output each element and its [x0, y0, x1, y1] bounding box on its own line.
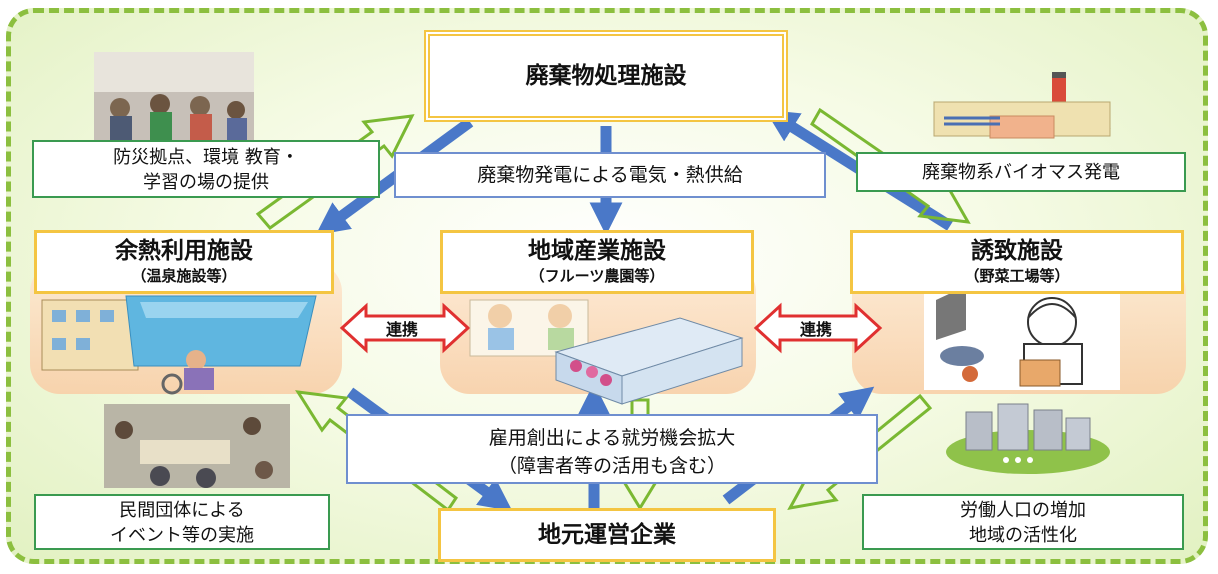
waste-treatment-facility-title: 廃棄物処理施設 — [525, 63, 687, 89]
photo-disaster-drill — [94, 52, 254, 148]
regional-industry-facility-title: 地域産業施設 — [528, 238, 666, 264]
biomass-power-label: 廃棄物系バイオマス発電 — [856, 152, 1186, 192]
link-label-left: 連携 — [386, 320, 419, 339]
biomass-power-text: 廃棄物系バイオマス発電 — [922, 162, 1120, 183]
hot-spring-illustration — [41, 295, 317, 395]
waste-heat-facility-subtitle: （温泉施設等） — [131, 267, 237, 285]
link-arrow-left — [339, 302, 471, 354]
private-events-line-2: イベント等の実施 — [110, 525, 254, 546]
housing-illustration — [946, 403, 1110, 474]
invited-facility-box: 誘致施設 （野菜工場等） — [850, 230, 1184, 294]
invited-facility-title: 誘致施設 — [971, 238, 1063, 264]
waste-heat-facility-box: 余熱利用施設 （温泉施設等） — [34, 230, 334, 294]
green-arrow-left-to-top — [255, 114, 415, 231]
power-supply-label: 廃棄物発電による電気・熱供給 — [394, 152, 826, 198]
private-events-label: 民間団体による イベント等の実施 — [34, 494, 330, 550]
private-events-line-1: 民間団体による — [119, 500, 245, 521]
disaster-education-label: 防災拠点、環境 教育・ 学習の場の提供 — [32, 140, 380, 198]
power-supply-text: 廃棄物発電による電気・熱供給 — [477, 164, 743, 186]
link-label-right: 連携 — [800, 320, 833, 339]
labor-population-label: 労働人口の増加 地域の活性化 — [862, 494, 1184, 550]
link-arrow-right — [753, 302, 883, 354]
waste-heat-facility-title: 余熱利用施設 — [115, 238, 253, 264]
employment-line-2: （障害者等の活用も含む） — [497, 455, 726, 477]
vegetable-factory-illustration — [924, 286, 1120, 390]
factory-icon — [933, 72, 1111, 139]
disaster-education-line-1: 防災拠点、環境 教育・ — [113, 147, 299, 168]
employment-line-1: 雇用創出による就労機会拡大 — [488, 427, 736, 449]
disaster-education-line-2: 学習の場の提供 — [143, 172, 269, 193]
invited-facility-subtitle: （野菜工場等） — [964, 267, 1070, 285]
regional-industry-facility-box: 地域産業施設 （フルーツ農園等） — [440, 230, 754, 294]
employment-label: 雇用創出による就労機会拡大 （障害者等の活用も含む） — [346, 414, 878, 484]
waste-treatment-facility-box: 廃棄物処理施設 — [424, 30, 788, 122]
local-operating-company-title: 地元運営企業 — [538, 522, 676, 548]
fruit-farm-illustration — [469, 299, 744, 405]
photo-event — [104, 404, 290, 488]
labor-population-line-1: 労働人口の増加 — [960, 500, 1086, 521]
regional-industry-facility-subtitle: （フルーツ農園等） — [529, 267, 665, 285]
local-operating-company-box: 地元運営企業 — [438, 508, 776, 562]
labor-population-line-2: 地域の活性化 — [969, 525, 1077, 546]
